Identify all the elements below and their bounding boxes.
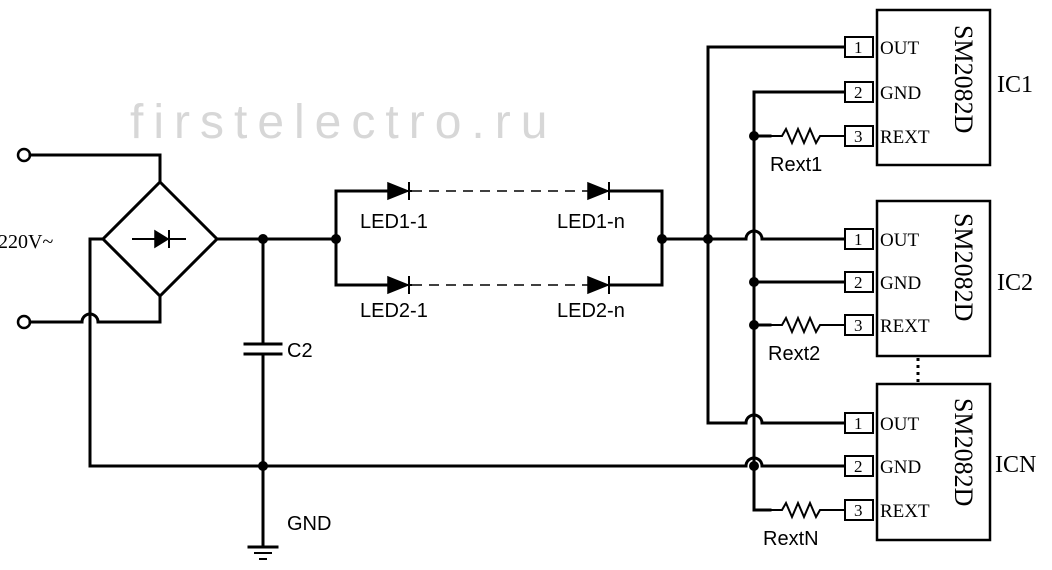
led-label: LED2-1 bbox=[360, 300, 428, 322]
ac-terminal-bottom bbox=[16, 314, 32, 330]
bridge-rectifier bbox=[88, 179, 338, 468]
pin-number: 3 bbox=[854, 501, 863, 520]
pin-name: REXT bbox=[880, 316, 930, 337]
led-label: LED2-n bbox=[557, 300, 625, 322]
pin-number: 3 bbox=[854, 127, 863, 146]
ac-voltage-label: 220V~ bbox=[0, 231, 53, 253]
resistor-label: RextN bbox=[763, 528, 819, 550]
pin-number: 2 bbox=[854, 273, 863, 292]
pin-number: 2 bbox=[854, 457, 863, 476]
pin-number: 1 bbox=[854, 38, 863, 57]
pin-number: 1 bbox=[854, 230, 863, 249]
junction-node bbox=[258, 234, 268, 244]
led-diode bbox=[387, 181, 412, 201]
junction-node bbox=[749, 320, 759, 330]
pin-name: GND bbox=[880, 273, 921, 294]
gnd-rail bbox=[749, 90, 847, 512]
pin-number: 2 bbox=[854, 83, 863, 102]
junction-node bbox=[749, 461, 759, 471]
pin-name: REXT bbox=[880, 127, 930, 148]
ic-block-2: 1 2 3 OUT GND REXT SM2082D IC2 bbox=[844, 199, 1033, 358]
pin-name: OUT bbox=[880, 38, 919, 59]
pin-name: GND bbox=[880, 457, 921, 478]
ic-label: IC2 bbox=[997, 270, 1033, 296]
junction-node bbox=[703, 234, 713, 244]
watermark-text: firstelectro.ru bbox=[130, 96, 557, 149]
resistor-rext1: Rext1 bbox=[770, 126, 845, 176]
chip-part-number: SM2082D bbox=[949, 213, 978, 321]
chip-part-number: SM2082D bbox=[949, 25, 978, 133]
ic-label: ICN bbox=[995, 452, 1036, 478]
pin-name: OUT bbox=[880, 414, 919, 435]
resistor-rext2: Rext2 bbox=[768, 315, 845, 365]
ic-label: IC1 bbox=[997, 72, 1033, 98]
pin-name: OUT bbox=[880, 230, 919, 251]
pin-number: 3 bbox=[854, 316, 863, 335]
ground-label: GND bbox=[287, 513, 331, 535]
junction-node bbox=[749, 277, 759, 287]
chip-part-number: SM2082D bbox=[949, 398, 978, 506]
led-strings: LED1-1 LED1-n LED2-1 LED2-n bbox=[331, 181, 667, 322]
pin-name: REXT bbox=[880, 501, 930, 522]
ground-symbol: GND bbox=[247, 513, 331, 560]
capacitor-c2: C2 bbox=[243, 234, 313, 548]
led-label: LED1-1 bbox=[360, 211, 428, 233]
led-diode bbox=[587, 275, 611, 295]
led-diode bbox=[387, 275, 412, 295]
ic-block-1: 1 2 3 OUT GND REXT SM2082D IC1 bbox=[844, 8, 1033, 167]
junction-node bbox=[749, 131, 759, 141]
pin-number: 1 bbox=[854, 414, 863, 433]
led-diode bbox=[587, 181, 611, 201]
pin-name: GND bbox=[880, 83, 921, 104]
resistor-label: Rext2 bbox=[768, 343, 820, 365]
resistor-label: Rext1 bbox=[770, 154, 822, 176]
ic-block-n: 1 2 3 OUT GND REXT SM2082D ICN bbox=[844, 382, 1036, 542]
resistor-rextn: RextN bbox=[763, 500, 845, 550]
ac-input: 220V~ bbox=[0, 147, 162, 330]
capacitor-label: C2 bbox=[287, 340, 313, 362]
led-label: LED1-n bbox=[557, 211, 625, 233]
ac-terminal-top bbox=[16, 147, 32, 163]
